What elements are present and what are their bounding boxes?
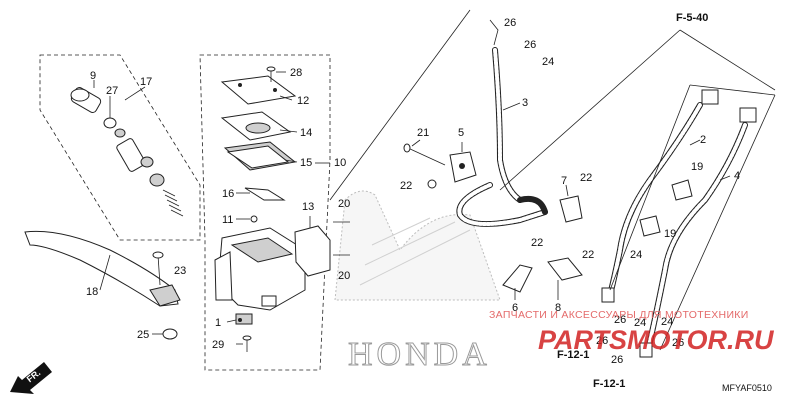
callout-19-lower: 19: [664, 228, 676, 240]
leader-lines: [93, 71, 731, 345]
hose-fitting-lower: [601, 287, 653, 358]
callout-17: 17: [140, 76, 152, 88]
callout-26-lower: 26: [596, 335, 608, 347]
reservoir-cap-part: [220, 75, 297, 105]
callout-24-lower-right: 24: [661, 316, 673, 328]
callout-3: 3: [522, 97, 528, 109]
front-direction-arrow: FR.: [10, 362, 52, 394]
bolt-22-left-part: [427, 179, 437, 189]
circlip-part: [103, 117, 126, 138]
hose-joint-top-right: [739, 107, 757, 123]
ref-f-12-1-lower: F-12-1: [593, 378, 625, 390]
callout-29: 29: [212, 339, 224, 351]
watermark-tagline: ЗАПЧАСТИ И АКСЕССУАРЫ ДЛЯ МОТОТЕХНИКИ: [489, 309, 749, 321]
brake-lever-part: [24, 230, 181, 307]
callout-10: 10: [334, 157, 346, 169]
callout-22-right-mid: 22: [582, 249, 594, 261]
joint-5-part: [449, 151, 477, 183]
diaphragm-part: [223, 141, 297, 171]
honda-brand-text: HONDA: [348, 336, 491, 373]
switch-part: [235, 313, 253, 325]
callout-22-center: 22: [531, 237, 543, 249]
callout-2: 2: [700, 134, 706, 146]
callout-12: 12: [297, 95, 309, 107]
callout-26-second: 26: [524, 39, 536, 51]
boot-part: [70, 87, 102, 113]
protector-part: [244, 187, 286, 201]
hose-joint-top-left: [701, 89, 719, 105]
callout-1: 1: [215, 317, 221, 329]
callout-24-mid: 24: [630, 249, 642, 261]
callout-24-lower-left: 24: [634, 317, 646, 329]
callout-13: 13: [302, 201, 314, 213]
clamp-19-parts: [639, 179, 693, 237]
callout-26-top: 26: [504, 17, 516, 29]
callout-20-upper: 20: [338, 198, 350, 210]
callout-24-top: 24: [542, 56, 554, 68]
bolt-21-part: [403, 143, 446, 166]
piston-part: [116, 138, 165, 187]
screw-11-part: [236, 215, 258, 223]
holder-part: [294, 225, 331, 277]
honda-wing-logo: [334, 190, 501, 301]
watermark-site: PARTSMOTOR.RU: [538, 325, 775, 355]
piston-kit-frame: [39, 54, 201, 241]
nut-25-part: [162, 328, 178, 340]
callout-5: 5: [458, 127, 464, 139]
callout-6: 6: [512, 302, 518, 314]
callout-9: 9: [90, 70, 96, 82]
callout-14: 14: [300, 127, 312, 139]
stay-8-part: [547, 257, 583, 281]
master-cylinder-frame: [199, 54, 331, 371]
bolt-20-parts: [333, 221, 350, 256]
callout-18: 18: [86, 286, 98, 298]
brake-hose-loop: [456, 182, 548, 227]
callout-26-mid: 26: [614, 314, 626, 326]
callout-22-right-top: 22: [580, 172, 592, 184]
callout-27: 27: [106, 85, 118, 97]
lower-hose-2: [607, 102, 703, 298]
pivot-bolt-part: [152, 251, 164, 286]
callout-25: 25: [137, 329, 149, 341]
spring-part: [162, 189, 184, 217]
master-cylinder-body: [214, 227, 306, 311]
callout-4: 4: [734, 170, 740, 182]
callout-26-right: 26: [672, 337, 684, 349]
callout-21: 21: [417, 127, 429, 139]
callout-11: 11: [222, 214, 233, 226]
stay-6-part: [502, 264, 533, 293]
callout-19-upper: 19: [691, 161, 703, 173]
upper-brake-hose-3: [489, 19, 523, 203]
joint-clamp-7: [559, 195, 583, 223]
callout-28: 28: [290, 67, 302, 79]
callout-7: 7: [561, 175, 567, 187]
diagram-code: MFYAF0510: [722, 383, 772, 393]
screw-28-part: [266, 66, 276, 82]
callout-15: 15: [300, 157, 312, 169]
callout-23: 23: [174, 265, 186, 277]
callout-8: 8: [555, 302, 561, 314]
screw-29-part: [242, 335, 252, 352]
callout-22-left: 22: [400, 180, 412, 192]
plate-part: [220, 111, 292, 141]
callout-labels: 9 27 17 28 12 14 15 10 16 11 13 20 20 23…: [86, 17, 740, 366]
callout-26-bottom: 26: [611, 354, 623, 366]
reference-frame-lines: [329, 9, 776, 351]
lower-hose-4: [645, 122, 748, 353]
callout-20-lower: 20: [338, 270, 350, 282]
ref-f-12-1-upper: F-12-1: [557, 349, 589, 361]
ref-f-5-40: F-5-40: [676, 12, 708, 24]
callout-16: 16: [222, 188, 234, 200]
